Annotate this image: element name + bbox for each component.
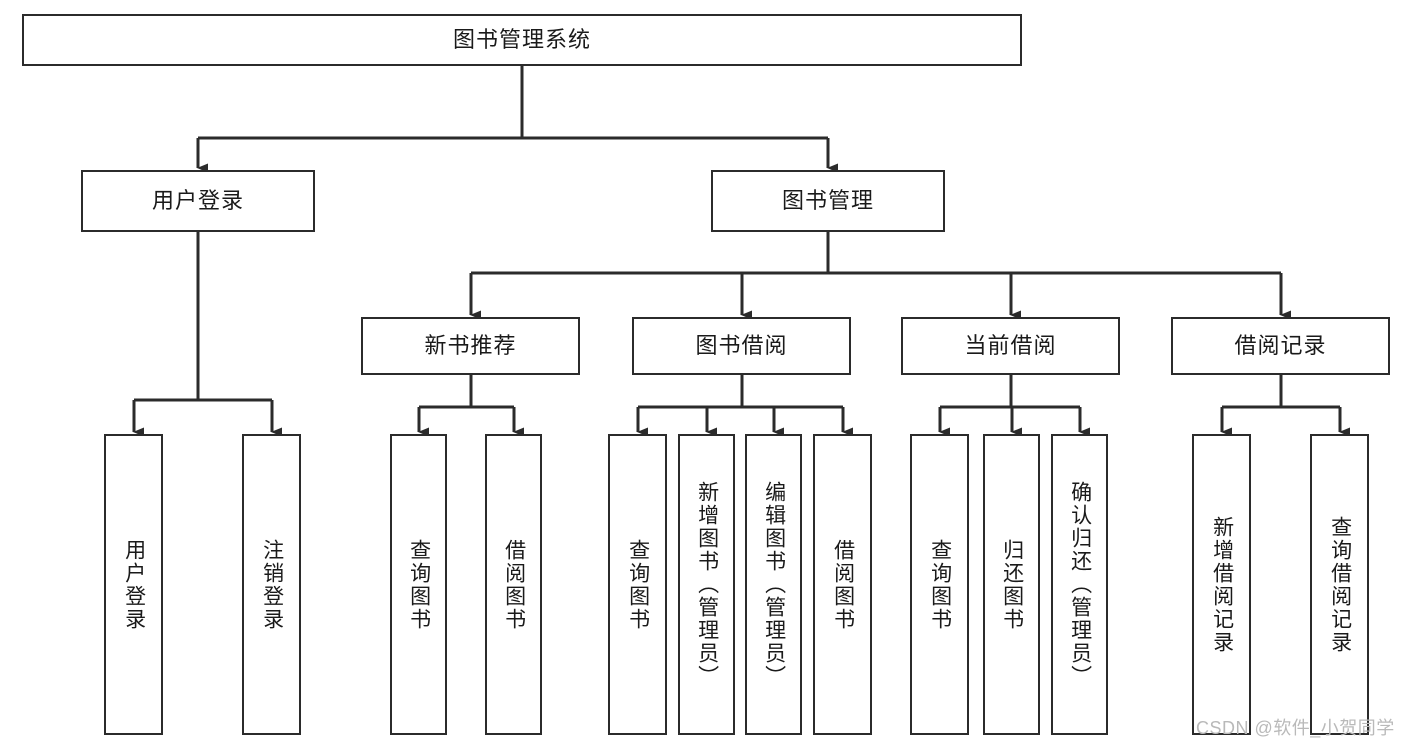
node-login[interactable]: 用户登录 bbox=[81, 170, 315, 232]
node-bookmgmt[interactable]: 图书管理 bbox=[711, 170, 945, 232]
edge-paths bbox=[132, 66, 1350, 437]
node-leaf-borrow-book-1[interactable]: 借阅图书 bbox=[485, 434, 542, 735]
node-label: 编辑图书（管理员） bbox=[762, 481, 786, 688]
node-leaf-return-book[interactable]: 归还图书 bbox=[983, 434, 1040, 735]
node-label: 用户登录 bbox=[151, 187, 244, 213]
node-label: 借阅图书 bbox=[831, 538, 855, 631]
node-label: 图书管理 bbox=[781, 187, 874, 213]
node-leaf-query-book-3[interactable]: 查询图书 bbox=[910, 434, 969, 735]
node-label: 查询图书 bbox=[928, 538, 952, 631]
node-label: 确认归还（管理员） bbox=[1068, 481, 1092, 688]
node-label: 借阅记录 bbox=[1234, 332, 1327, 358]
node-label: 当前借阅 bbox=[964, 332, 1057, 358]
node-label: 新增图书（管理员） bbox=[695, 481, 719, 688]
node-label: 新增借阅记录 bbox=[1210, 515, 1234, 654]
node-leaf-borrow-book-2[interactable]: 借阅图书 bbox=[813, 434, 872, 735]
node-leaf-query-book-2[interactable]: 查询图书 bbox=[608, 434, 667, 735]
node-leaf-add-record[interactable]: 新增借阅记录 bbox=[1192, 434, 1251, 735]
node-leaf-user-logout[interactable]: 注销登录 bbox=[242, 434, 301, 735]
node-leaf-add-book[interactable]: 新增图书（管理员） bbox=[678, 434, 735, 735]
node-leaf-edit-book[interactable]: 编辑图书（管理员） bbox=[745, 434, 802, 735]
node-label: 归还图书 bbox=[1000, 538, 1024, 631]
node-label: 查询借阅记录 bbox=[1328, 515, 1352, 654]
node-label: 用户登录 bbox=[122, 538, 146, 631]
node-leaf-user-login[interactable]: 用户登录 bbox=[104, 434, 163, 735]
node-label: 查询图书 bbox=[407, 538, 431, 631]
node-label: 注销登录 bbox=[260, 538, 284, 631]
node-root[interactable]: 图书管理系统 bbox=[22, 14, 1022, 66]
node-leaf-confirm-return[interactable]: 确认归还（管理员） bbox=[1051, 434, 1108, 735]
node-label: 新书推荐 bbox=[424, 332, 517, 358]
node-current[interactable]: 当前借阅 bbox=[901, 317, 1120, 375]
node-label: 借阅图书 bbox=[502, 538, 526, 631]
node-label: 图书借阅 bbox=[695, 332, 788, 358]
node-label: 图书管理系统 bbox=[452, 26, 591, 52]
node-leaf-query-book-1[interactable]: 查询图书 bbox=[390, 434, 447, 735]
node-newrec[interactable]: 新书推荐 bbox=[361, 317, 580, 375]
node-borrow[interactable]: 图书借阅 bbox=[632, 317, 851, 375]
node-records[interactable]: 借阅记录 bbox=[1171, 317, 1390, 375]
node-leaf-query-record[interactable]: 查询借阅记录 bbox=[1310, 434, 1369, 735]
node-label: 查询图书 bbox=[626, 538, 650, 631]
